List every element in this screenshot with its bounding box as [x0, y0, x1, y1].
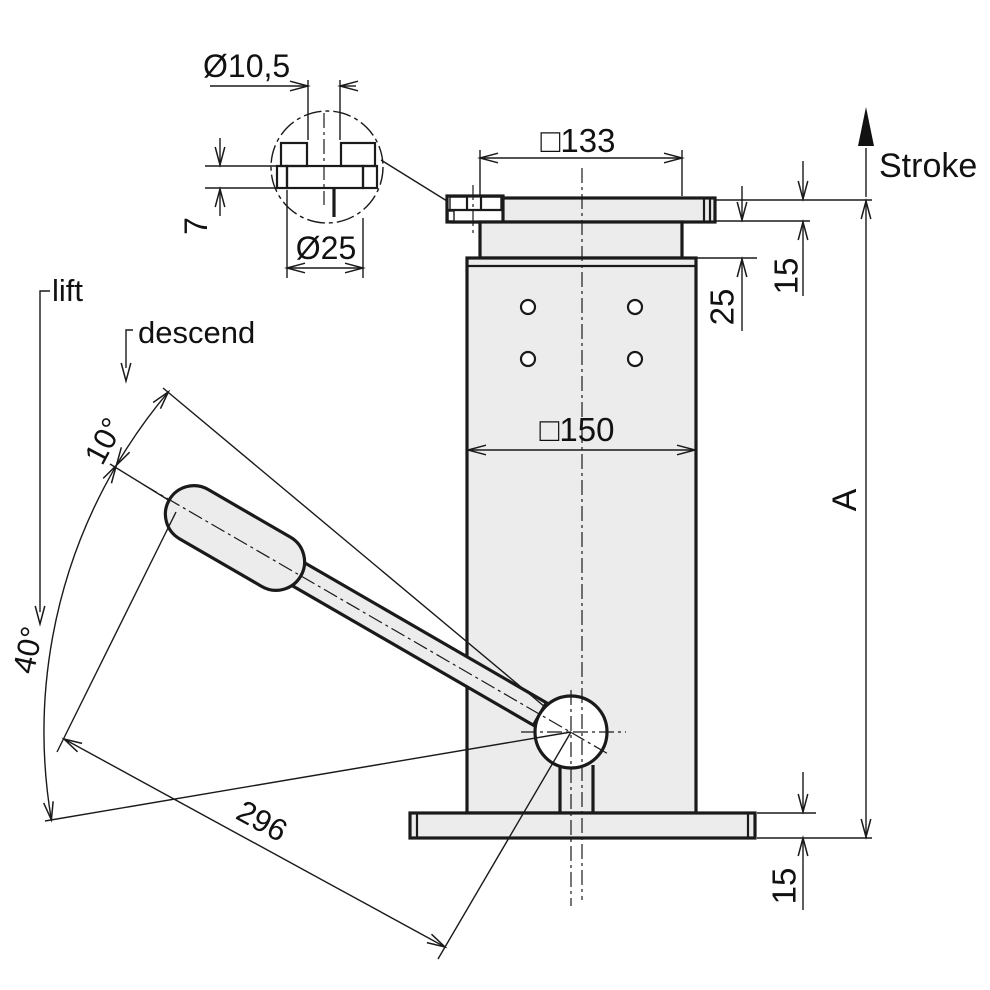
- centerlines: [143, 168, 626, 906]
- flange-section-cut: [445, 194, 505, 224]
- label-stroke: Stroke: [879, 147, 977, 185]
- dimension-lines: [39, 80, 874, 960]
- bolt-hole: [626, 298, 644, 316]
- label-cbore-diameter: Ø25: [296, 230, 356, 266]
- detail-hatch: [275, 164, 289, 190]
- stroke-arrow-icon: [858, 107, 874, 146]
- label-hole-diameter: Ø10,5: [203, 48, 290, 84]
- bolt-hole: [626, 350, 644, 368]
- detail-hatch: [339, 141, 377, 168]
- lift-leader-line: [39, 290, 50, 612]
- descend-leader-line: [125, 329, 133, 368]
- detail-leader-line: [380, 159, 448, 202]
- flange-neck: [478, 220, 684, 260]
- detail-hatch: [361, 164, 379, 190]
- bolt-hole: [519, 298, 537, 316]
- ext-line-lever: [437, 731, 572, 960]
- detail-hatch: [279, 141, 309, 168]
- label-cbore-depth: 7: [178, 217, 214, 235]
- arc-40deg: [43, 464, 118, 821]
- label-overall-height: A: [826, 488, 864, 511]
- bolt-hole: [519, 350, 537, 368]
- label-base-thickness: 15: [766, 868, 803, 905]
- label-flange-thickness: 15: [768, 258, 805, 295]
- dim-line-lever-length: [63, 738, 446, 948]
- label-top-square: □133: [541, 122, 616, 159]
- ext-line-lever: [56, 511, 177, 753]
- counterbore-bore: [285, 164, 365, 190]
- lever-axis-centerline: [143, 484, 611, 756]
- lift-limit-ray: [162, 387, 546, 708]
- label-body-square: □150: [540, 411, 615, 448]
- label-flange-to-body: 25: [704, 289, 741, 326]
- lever-axis-extension: [109, 463, 171, 502]
- descend-limit-ray: [44, 731, 572, 822]
- detail-circle: [270, 110, 384, 224]
- hole-detail-view: [270, 110, 448, 224]
- label-descend: descend: [138, 315, 255, 350]
- label-lift: lift: [52, 273, 83, 308]
